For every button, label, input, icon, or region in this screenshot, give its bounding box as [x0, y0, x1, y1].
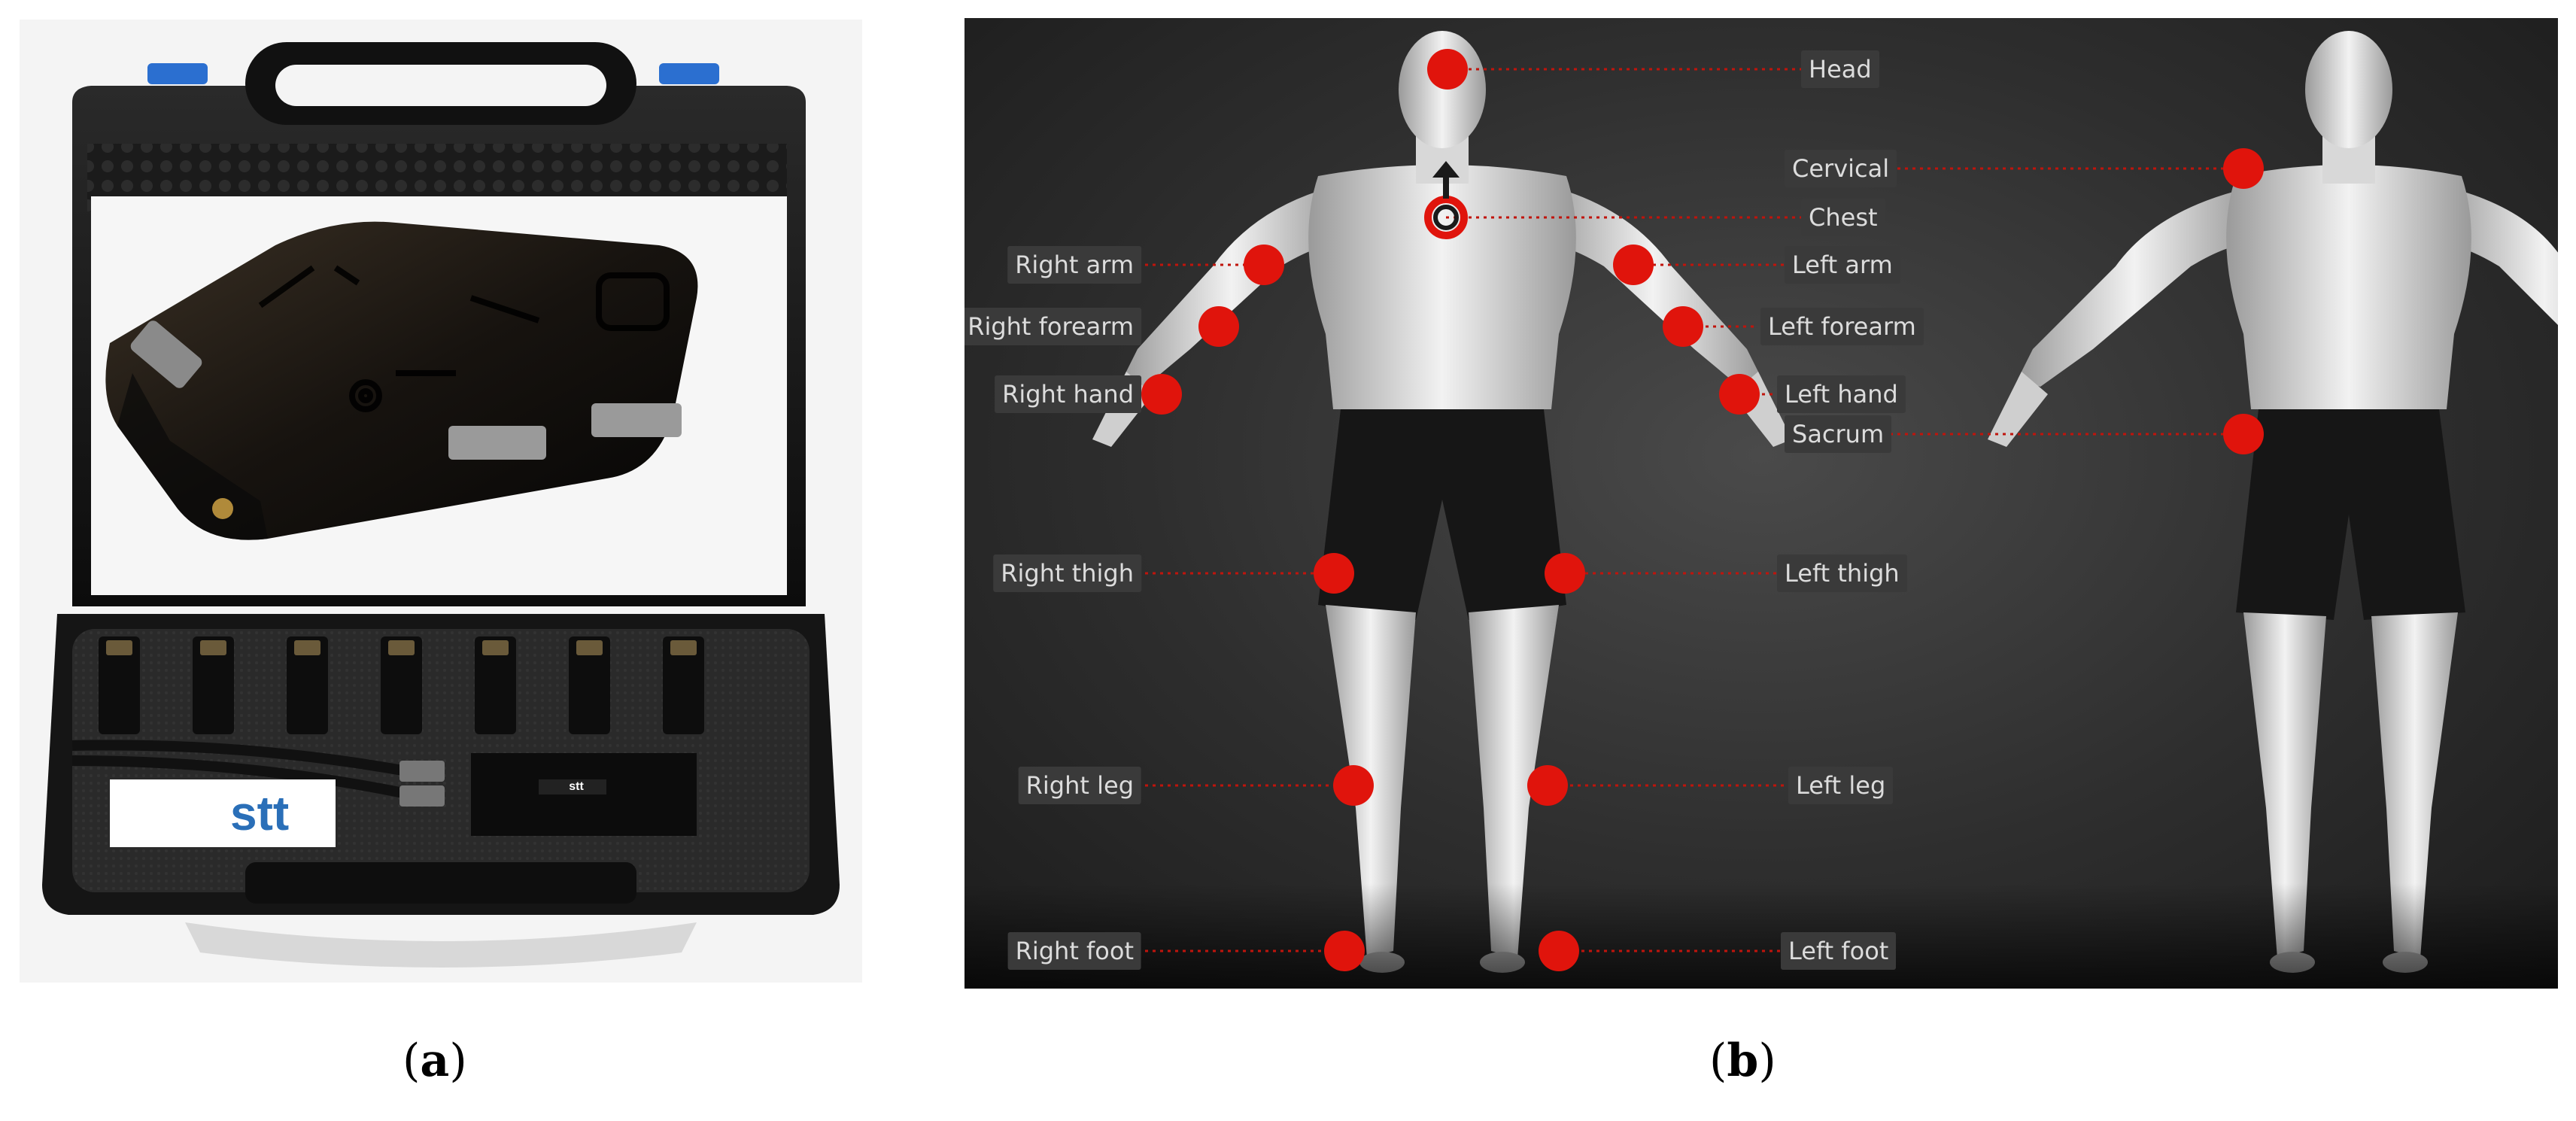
stt-logo-card	[110, 779, 336, 847]
caption-b: (b)	[1709, 1034, 1776, 1087]
marker-cervical	[2223, 148, 2264, 189]
label-sacrum: Sacrum	[1785, 415, 1892, 453]
latch-left	[147, 63, 208, 84]
caption-a-close: )	[449, 1034, 467, 1087]
label-head: Head	[1801, 50, 1879, 88]
label-left-forearm: Left forearm	[1760, 308, 1924, 345]
marker-left-leg	[1527, 765, 1568, 806]
marker-sacrum	[2223, 414, 2264, 454]
marker-right-foot	[1324, 931, 1365, 971]
marker-right-thigh	[1314, 553, 1354, 594]
marker-left-hand	[1719, 374, 1760, 415]
caption-a-open: (	[402, 1034, 421, 1087]
sensor-case-photo: stt stt	[20, 20, 862, 983]
label-right-foot: Right foot	[1007, 932, 1141, 970]
label-right-arm: Right arm	[1007, 246, 1141, 284]
sensor-case-illustration	[42, 42, 840, 968]
label-left-foot: Left foot	[1781, 932, 1897, 970]
marker-right-leg	[1333, 765, 1374, 806]
caption-b-close: )	[1758, 1034, 1776, 1087]
marker-right-forearm	[1198, 306, 1239, 347]
sensor-placement-diagram: Head Cervical Chest Right arm Left arm R…	[964, 18, 2558, 989]
caption-b-letter: b	[1727, 1034, 1759, 1087]
label-chest: Chest	[1801, 199, 1885, 236]
chip-text: stt	[569, 780, 584, 793]
marker-left-arm	[1613, 245, 1654, 285]
label-right-thigh: Right thigh	[993, 554, 1141, 592]
label-right-forearm: Right forearm	[964, 308, 1141, 345]
label-right-hand: Right hand	[995, 375, 1141, 413]
caption-b-open: (	[1709, 1034, 1727, 1087]
label-left-arm: Left arm	[1785, 246, 1900, 284]
marker-right-arm	[1244, 245, 1284, 285]
body-figures	[964, 31, 2558, 989]
leader-lines	[1145, 68, 2240, 952]
marker-left-thigh	[1545, 553, 1585, 594]
label-left-hand: Left hand	[1777, 375, 1906, 413]
caption-a: (a)	[402, 1034, 467, 1087]
label-right-leg: Right leg	[1018, 767, 1141, 804]
marker-left-forearm	[1663, 306, 1703, 347]
stt-logo-text: stt	[230, 786, 290, 840]
latch-right	[659, 63, 719, 84]
label-left-thigh: Left thigh	[1777, 554, 1907, 592]
marker-left-foot	[1539, 931, 1579, 971]
sensor-markers	[1141, 49, 2264, 971]
chest-orientation-icon	[1424, 161, 1468, 239]
caption-a-letter: a	[420, 1034, 450, 1087]
back-body	[1988, 31, 2558, 973]
marker-right-hand	[1141, 374, 1182, 415]
label-cervical: Cervical	[1785, 150, 1897, 187]
front-body	[1092, 31, 1792, 973]
label-left-leg: Left leg	[1788, 767, 1894, 804]
marker-head	[1427, 49, 1468, 90]
